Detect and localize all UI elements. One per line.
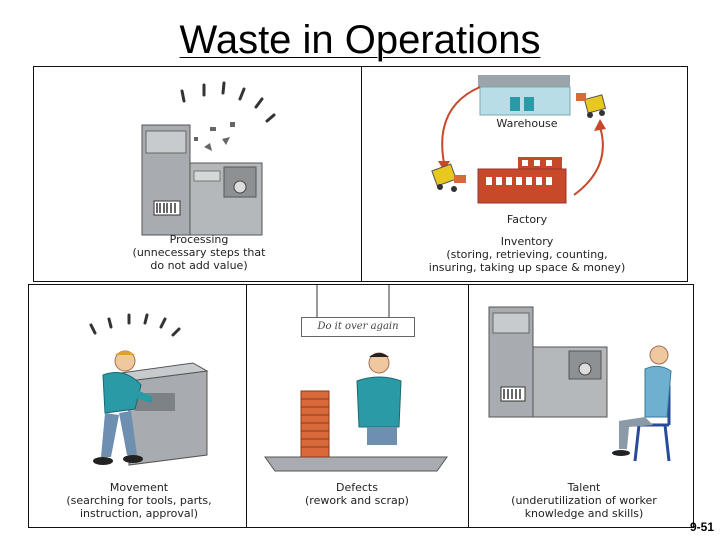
panel-movement: Movement (searching for tools, parts, in… (28, 284, 248, 528)
talent-desc-line2: knowledge and skills) (524, 507, 644, 520)
panel-processing: Processing (unnecessary steps that do no… (33, 66, 363, 282)
defects-label: Defects (336, 481, 378, 494)
do-it-over-sign: Do it over again (301, 317, 415, 337)
slide-title: Waste in Operations (179, 18, 541, 62)
defects-illustration (264, 285, 448, 472)
talent-label: Talent (567, 481, 601, 494)
talent-caption: Talent (underutilization of worker knowl… (499, 481, 669, 520)
forklift-icon (576, 93, 607, 118)
defects-caption: Defects (rework and scrap) (277, 481, 437, 507)
movement-illustration (89, 313, 209, 466)
processing-desc-line1: (unnecessary steps that (132, 246, 266, 259)
panel-talent: Talent (underutilization of worker knowl… (468, 284, 694, 528)
talent-desc-line1: (underutilization of worker (511, 494, 657, 507)
warehouse-icon (478, 75, 571, 116)
processing-label: Processing (169, 233, 229, 246)
movement-label: Movement (109, 481, 169, 494)
factory-icon (477, 157, 567, 204)
processing-illustration (141, 81, 276, 236)
processing-caption: Processing (unnecessary steps that do no… (124, 233, 274, 272)
panel-defects: Do it over again Defects (rework and scr… (246, 284, 470, 528)
movement-caption: Movement (searching for tools, parts, in… (59, 481, 219, 520)
inventory-caption: Inventory (storing, retrieving, counting… (422, 235, 632, 274)
inventory-desc-line1: (storing, retrieving, counting, (446, 248, 608, 261)
panel-inventory: Warehouse Factory Inventory (storing, re… (361, 66, 688, 282)
inventory-illustration (431, 75, 607, 204)
slide-number: 9-51 (689, 520, 714, 534)
processing-desc-line2: do not add value) (150, 259, 248, 272)
inventory-desc-line2: insuring, taking up space & money) (428, 261, 626, 274)
inventory-label: Inventory (500, 235, 554, 248)
movement-desc-line1: (searching for tools, parts, (66, 494, 212, 507)
movement-desc-line2: instruction, approval) (80, 507, 198, 520)
defects-desc-line1: (rework and scrap) (305, 494, 409, 507)
warehouse-caption: Warehouse (496, 117, 558, 130)
factory-caption: Factory (506, 213, 548, 226)
talent-illustration (488, 306, 672, 462)
